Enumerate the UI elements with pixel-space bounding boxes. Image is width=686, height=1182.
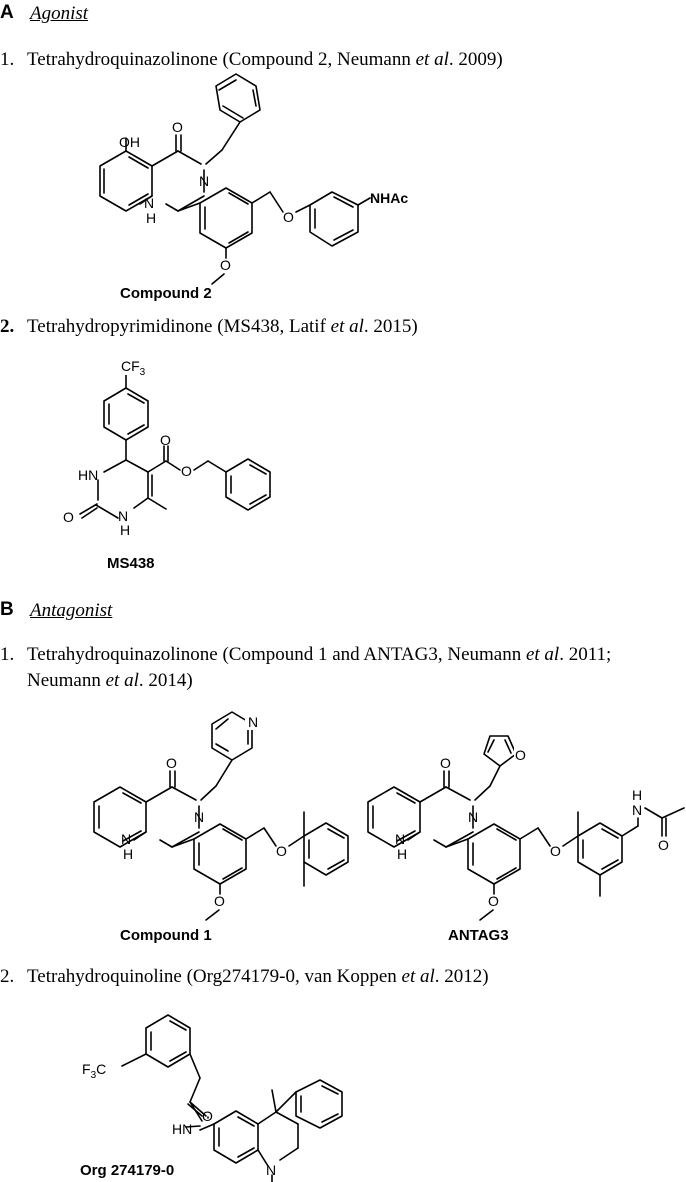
item-number: 2. — [0, 316, 15, 337]
compound-2-n-label: N — [199, 173, 209, 189]
compound-1-oxo-label: O — [166, 755, 177, 771]
org-amide-o-label: O — [202, 1108, 213, 1124]
antag3-amide-h-label: H — [632, 787, 642, 803]
item-text: Tetrahydroquinazolinone (Compound 1 and … — [27, 644, 526, 665]
compound-1-nh-h-label: H — [123, 846, 133, 862]
antag3-nh-h-label: H — [397, 846, 407, 862]
antag3-oxo-label: O — [440, 755, 451, 771]
compound-2-oh-label: OH — [119, 134, 140, 150]
antag3-furan-o-label: O — [515, 747, 526, 763]
ms438-nh-h-label: H — [120, 522, 130, 538]
compound-2-nhac-label: NHAc — [370, 190, 408, 206]
ms438-ester-o-label: O — [160, 432, 171, 448]
compound-2-oxo-label: O — [172, 119, 183, 135]
ms438-carbonyl-o-label: O — [63, 509, 74, 525]
compound-2-nh-h-label: H — [146, 210, 156, 226]
compound-2-ether-o-label: O — [283, 209, 294, 225]
item-text-end: . 2012) — [434, 966, 489, 987]
antag3-ether-o-label: O — [550, 843, 561, 859]
item-number: 2. — [0, 966, 15, 987]
compound-2-nh-n-label: N — [144, 195, 154, 211]
section-b-title: Antagonist — [30, 600, 113, 621]
compound-1-ether-o-label: O — [276, 843, 287, 859]
org-f3c-label: F3C — [82, 1061, 106, 1081]
item-text-line2: Neumann — [27, 670, 106, 691]
item-text-line2-end: . 2014) — [138, 670, 193, 691]
ms438-ester-o2-label: O — [181, 463, 192, 479]
antag3-caption: ANTAG3 — [448, 927, 509, 944]
compound-1-n-label: N — [194, 809, 204, 825]
item-text: Tetrahydroquinoline (Org274179-0, van Ko… — [27, 966, 402, 987]
item-number: 1. — [0, 49, 15, 70]
compound-1-pyridine-n-label: N — [248, 714, 258, 730]
item-text: Tetrahydroquinazolinone (Compound 2, Neu… — [27, 49, 416, 70]
item-etal-2: et al — [105, 670, 139, 691]
item-text: Tetrahydropyrimidinone (MS438, Latif — [27, 316, 331, 337]
section-a-item-1: 1. Tetrahydroquinazolinone (Compound 2, N… — [0, 47, 503, 73]
item-text-end: . 2015) — [363, 316, 418, 337]
compound-2-methoxy-o-label: O — [220, 257, 231, 273]
item-text-end: . 2011; — [559, 644, 612, 665]
antag3-methoxy-o-label: O — [488, 893, 499, 909]
compound-1-caption: Compound 1 — [120, 927, 212, 944]
org-ring-n-label: N — [266, 1162, 276, 1178]
section-b-item-1: 1. Tetrahydroquinazolinone (Compound 1 an… — [0, 642, 611, 694]
item-text-end: . 2009) — [448, 49, 503, 70]
item-etal: et al — [415, 49, 449, 70]
antag3-amide-o-label: O — [658, 837, 669, 853]
org-hn-label: HN — [172, 1121, 192, 1137]
item-number: 1. — [0, 644, 15, 665]
section-a-letter: A — [0, 2, 14, 23]
ms438-hn-label: HN — [78, 467, 98, 483]
ms438-cf3-label: CF3 — [121, 358, 146, 378]
item-etal: et al — [401, 966, 435, 987]
section-b-letter: B — [0, 599, 14, 620]
antag3-n-label: N — [468, 809, 478, 825]
antag3-amide-n-label: N — [632, 802, 642, 818]
ms438-nh-n-label: N — [118, 508, 128, 524]
compound-1-nh-n-label: N — [121, 831, 131, 847]
antag3-nh-n-label: N — [395, 831, 405, 847]
item-etal: et al — [330, 316, 364, 337]
section-b-item-2: 2. Tetrahydroquinoline (Org274179-0, van … — [0, 964, 489, 990]
section-a-item-2: 2. Tetrahydropyrimidinone (MS438, Latif e… — [0, 314, 418, 340]
ms438-caption: MS438 — [107, 555, 155, 572]
item-etal: et al — [525, 644, 560, 665]
section-a-title: Agonist — [30, 3, 89, 24]
compound-2-caption: Compound 2 — [120, 285, 212, 302]
org-274179-0-caption: Org 274179-0 — [80, 1162, 175, 1179]
compound-1-methoxy-o-label: O — [214, 893, 225, 909]
